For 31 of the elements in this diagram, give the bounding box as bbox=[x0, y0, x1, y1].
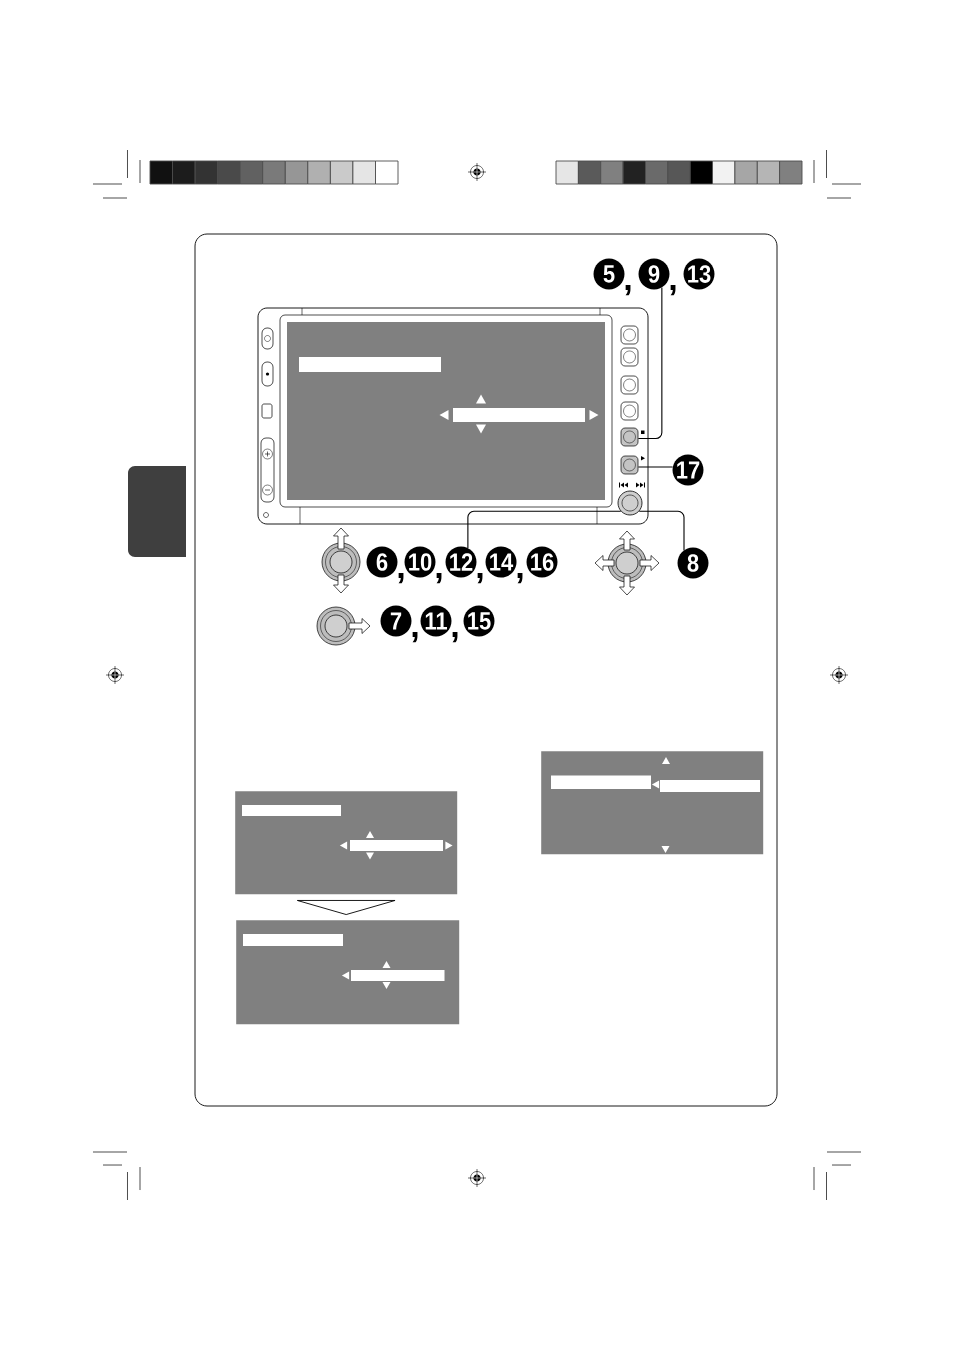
comma: , bbox=[398, 572, 404, 584]
comma: , bbox=[412, 631, 418, 643]
button bbox=[620, 455, 639, 475]
control-knob bbox=[617, 490, 643, 516]
display-screen bbox=[236, 920, 460, 1025]
callout-number: 9 bbox=[638, 258, 670, 290]
leader-line bbox=[467, 510, 622, 549]
chevron-arrow bbox=[296, 899, 396, 915]
callout-number: 7 bbox=[380, 605, 412, 637]
callout-number: 12 bbox=[445, 546, 477, 578]
callout-number: 11 bbox=[420, 605, 452, 637]
leader-line bbox=[637, 466, 674, 468]
callout-number: 8 bbox=[677, 547, 709, 579]
comma: , bbox=[670, 284, 676, 296]
leader-line bbox=[638, 510, 685, 551]
callout-number: 6 bbox=[366, 546, 398, 578]
callout-number: 13 bbox=[683, 258, 715, 290]
callout-number: 16 bbox=[526, 546, 558, 578]
callout-number: 5 bbox=[593, 258, 625, 290]
comma: , bbox=[452, 631, 458, 643]
comma: , bbox=[436, 572, 442, 584]
comma: , bbox=[477, 572, 483, 584]
callout-number: 15 bbox=[463, 605, 495, 637]
callout-number: 10 bbox=[404, 546, 436, 578]
comma: , bbox=[625, 284, 631, 296]
callout-number: 14 bbox=[485, 546, 517, 578]
callout-number: 17 bbox=[672, 454, 704, 486]
comma: , bbox=[517, 572, 523, 584]
display-screen bbox=[235, 791, 458, 895]
button bbox=[620, 427, 639, 447]
leader-line bbox=[637, 287, 663, 440]
